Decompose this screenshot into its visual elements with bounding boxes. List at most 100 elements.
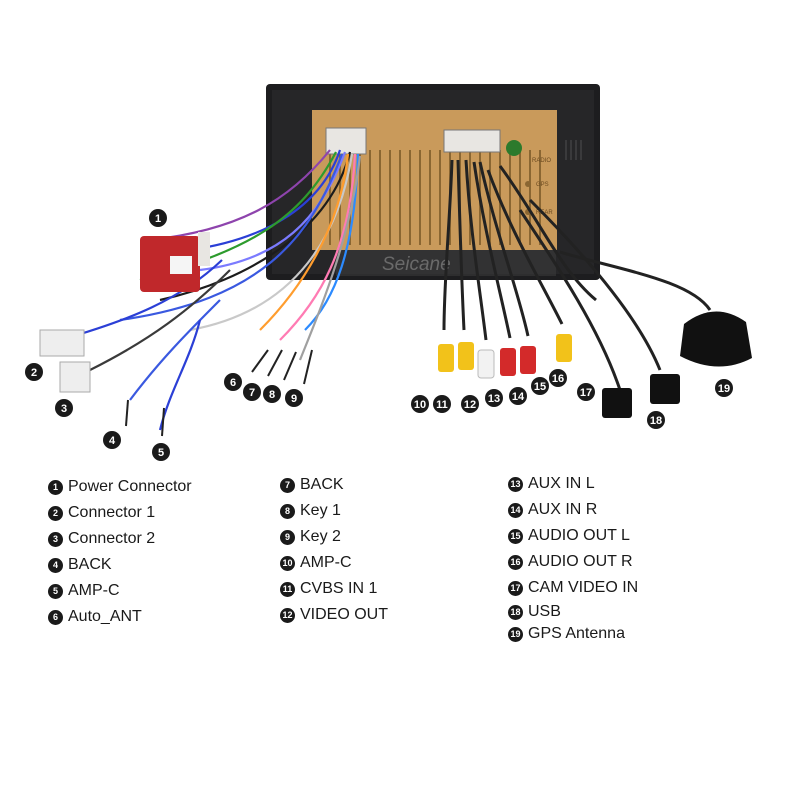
number-badge: 5: [48, 583, 63, 599]
badge-9: 9: [285, 389, 303, 407]
legend-item: 4 BACK: [48, 552, 192, 578]
legend-item: 19 GPS Antenna: [508, 623, 638, 645]
legend-label: AUX IN L: [528, 475, 595, 492]
svg-text:11: 11: [436, 399, 448, 411]
svg-text:3: 3: [61, 403, 67, 415]
legend-item: 9 Key 2: [280, 524, 388, 550]
number-badge: 15: [508, 528, 523, 544]
badge-12: 12: [461, 395, 479, 413]
brand-watermark: Seicane: [382, 254, 451, 275]
svg-text:9: 9: [291, 393, 297, 405]
badge-5: 5: [152, 443, 170, 461]
badge-16: 16: [549, 369, 567, 387]
wire-ends: [125, 349, 313, 437]
legend-label: BACK: [300, 476, 344, 493]
usb-plug-2: [650, 374, 680, 404]
legend-label: Connector 1: [68, 504, 156, 521]
svg-text:16: 16: [552, 373, 564, 385]
gps-antenna: [680, 311, 752, 367]
number-badge: 8: [280, 503, 295, 519]
number-badge: 12: [280, 607, 295, 623]
badge-19: 19: [715, 379, 733, 397]
legend-label: AUDIO OUT R: [528, 553, 633, 570]
legend-label: Key 1: [300, 502, 341, 519]
legend-item: 8 Key 1: [280, 498, 388, 524]
legend-item: 7 BACK: [280, 472, 388, 498]
legend-label: Auto_ANT: [68, 608, 142, 625]
badge-8: 8: [263, 385, 281, 403]
svg-text:19: 19: [718, 383, 730, 395]
number-badge: 10: [280, 555, 295, 571]
legend-item: 12 VIDEO OUT: [280, 602, 388, 628]
svg-text:14: 14: [512, 391, 525, 403]
number-badge: 3: [48, 531, 63, 547]
svg-text:4: 4: [109, 435, 116, 447]
svg-text:2: 2: [31, 367, 37, 379]
legend-label: AUX IN R: [528, 501, 598, 518]
svg-text:6: 6: [230, 377, 236, 389]
legend-item: 18 USB: [508, 601, 638, 623]
badge-15: 15: [531, 377, 549, 395]
svg-text:12: 12: [464, 399, 476, 411]
svg-text:13: 13: [488, 393, 500, 405]
svg-text:17: 17: [580, 387, 592, 399]
number-badge: 2: [48, 505, 63, 521]
badge-3: 3: [55, 399, 73, 417]
badge-7: 7: [243, 383, 261, 401]
legend-label: VIDEO OUT: [300, 606, 389, 623]
number-badge: 9: [280, 529, 295, 545]
legend-label: CAM VIDEO IN: [528, 579, 639, 596]
svg-text:1: 1: [155, 213, 161, 225]
legend-item: 2 Connector 1: [48, 500, 192, 526]
svg-text:5: 5: [158, 447, 164, 459]
legend-label: Connector 2: [68, 530, 156, 547]
legend-label: AUDIO OUT L: [528, 527, 630, 544]
badge-10: 10: [411, 395, 429, 413]
badge-18: 18: [647, 411, 665, 429]
rca-plugs: [438, 334, 572, 379]
number-badge: 18: [508, 604, 523, 620]
number-badge: 13: [508, 476, 523, 492]
badge-1: 1: [149, 209, 167, 227]
connector-2: [59, 361, 91, 393]
legend-item: 13 AUX IN L: [508, 471, 638, 497]
badge-4: 4: [103, 431, 121, 449]
legend-label: Power Connector: [68, 478, 192, 495]
legend-label: Key 2: [300, 528, 341, 545]
number-badge: 7: [280, 477, 295, 493]
usb-plug-1: [602, 388, 632, 418]
number-badge: 4: [48, 557, 63, 573]
power-connector-box: [140, 232, 210, 292]
number-badge: 16: [508, 554, 523, 570]
legend-label: AMP-C: [300, 554, 352, 571]
svg-text:7: 7: [249, 387, 255, 399]
legend-item: 15 AUDIO OUT L: [508, 523, 638, 549]
legend-label: BACK: [68, 556, 112, 573]
wiring-harness-diagram: RADIO GPS REAR Seicane: [25, 84, 752, 461]
gps-port-label: GPS: [536, 182, 549, 188]
badge-2: 2: [25, 363, 43, 381]
svg-text:15: 15: [534, 381, 546, 393]
svg-text:10: 10: [414, 399, 426, 411]
badge-13: 13: [485, 389, 503, 407]
legend-label: CVBS IN 1: [300, 580, 378, 597]
power-harness-wires: [59, 149, 362, 431]
radio-port-label: RADIO: [532, 158, 551, 164]
badge-14: 14: [509, 387, 527, 405]
legend-label: GPS Antenna: [528, 625, 625, 642]
number-badge: 19: [508, 626, 523, 642]
svg-text:18: 18: [650, 415, 662, 427]
legend-item: 16 AUDIO OUT R: [508, 549, 638, 575]
legend-label: USB: [528, 603, 561, 620]
svg-text:8: 8: [269, 389, 275, 401]
connector-1: [39, 329, 85, 357]
